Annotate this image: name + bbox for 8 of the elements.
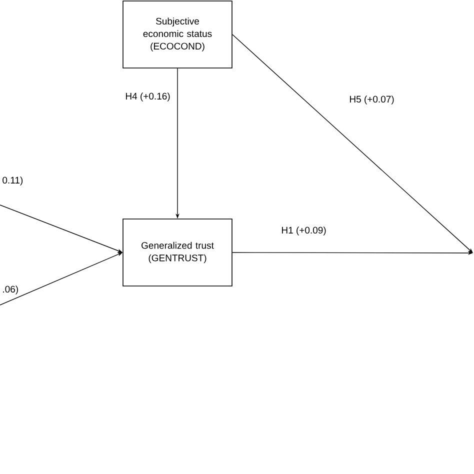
edge-label: H5 (+0.07) xyxy=(348,94,396,106)
edge-label: 0.11) xyxy=(1,176,24,186)
edge-label: H1 (+0.09) xyxy=(280,226,328,236)
variable-box: Subjective economic status (ECOCOND) xyxy=(122,0,232,68)
variable-box: Generalized trust (GENTRUST) xyxy=(122,218,232,286)
edge-label: H4 (+0.16) xyxy=(124,92,172,102)
arrow xyxy=(232,34,473,253)
edge-label: .06) xyxy=(1,284,20,296)
